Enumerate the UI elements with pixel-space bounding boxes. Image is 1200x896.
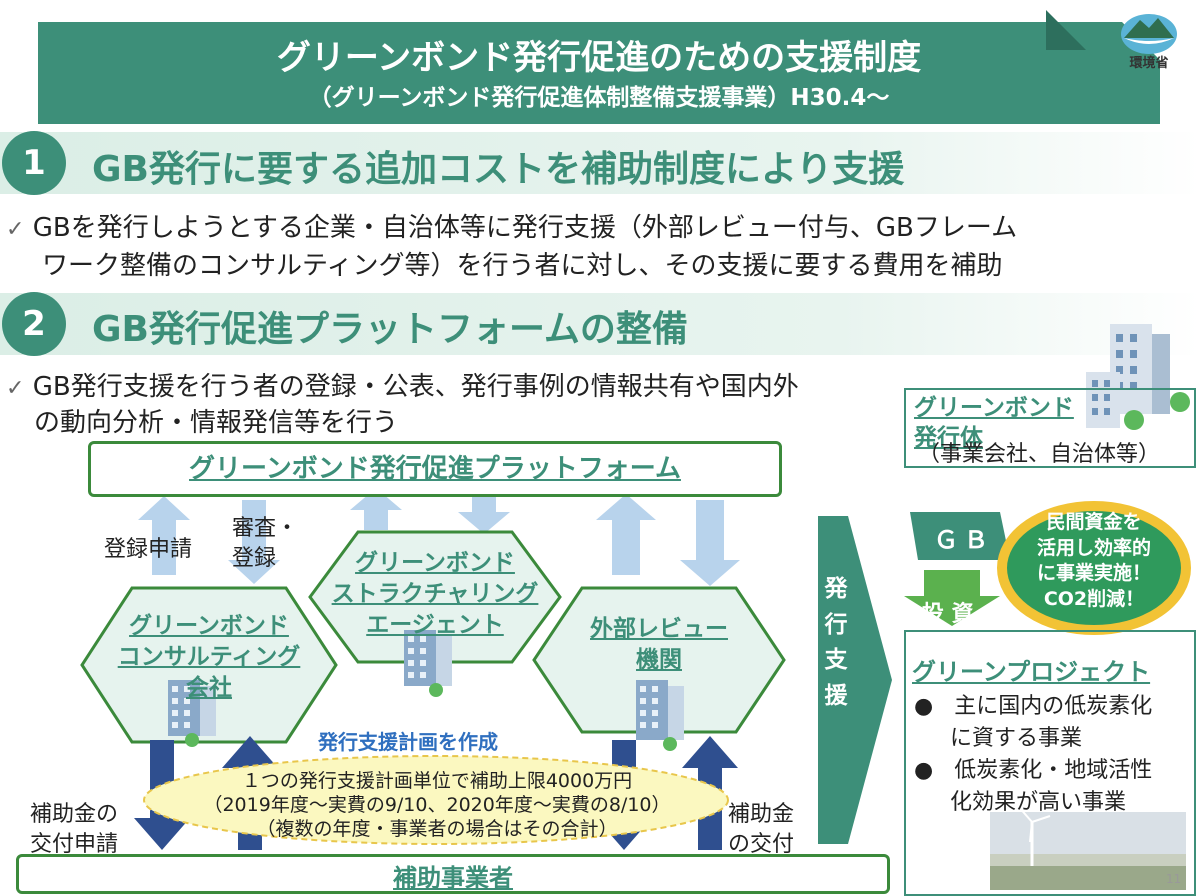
- project-bullet-1: ● 主に国内の低炭素化: [914, 688, 1152, 720]
- issuer-title-line-2: 発行体: [914, 424, 983, 451]
- plan-line-3: （複数の年度・事業者の場合はその合計）: [256, 818, 618, 840]
- issue-support-char-2: 行: [824, 611, 848, 638]
- structuring-agent-label: グリーンボンド ストラクチャリング エージェント: [310, 548, 560, 641]
- page-title: グリーンボンド発行促進のための支援制度: [276, 38, 922, 78]
- ministry-logo-text: 環境省: [1129, 56, 1169, 71]
- agent-line-2: ストラクチャリング: [331, 581, 539, 608]
- callout-line-1: 民間資金を: [1046, 511, 1142, 533]
- arrow-up-review-org: [596, 494, 656, 575]
- investment-arrow: [904, 570, 1000, 626]
- review-label-2: 登録: [232, 546, 277, 571]
- page-subtitle: （グリーンボンド発行促進体制整備支援事業）H30.4～: [308, 85, 890, 111]
- section1-line-2: ワーク整備のコンサルティング等）を行う者に対し、その支援に要する費用を補助: [42, 251, 1003, 281]
- section2-line-1: GB発行支援を行う者の登録・公表、発行事例の情報共有や国内外: [32, 372, 799, 402]
- section2-bullet: ✓ GB発行支援を行う者の登録・公表、発行事例の情報共有や国内外: [6, 366, 799, 403]
- subsidy-grant-line-2: の交付: [728, 832, 795, 857]
- arrow-up-agent: [350, 488, 402, 530]
- consulting-line-1: グリーンボンド: [129, 613, 289, 639]
- investment-label: 投 資: [922, 602, 974, 627]
- review-org-line-1: 外部レビュー: [590, 616, 728, 642]
- callout-line-4: CO2削減！: [1043, 587, 1145, 610]
- page-fold-icon: [1046, 10, 1086, 50]
- review-label-1: 審査・: [232, 516, 299, 541]
- issue-support-char-3: 支: [824, 647, 848, 674]
- agent-line-1: グリーンボンド: [355, 550, 515, 576]
- subsidy-recipient-label: 補助事業者: [393, 864, 513, 892]
- project-bullet-1-line-2: に資する事業: [950, 726, 1083, 751]
- consulting-line-3: 会社: [186, 675, 232, 702]
- platform-title: グリーンボンド発行促進プラットフォーム: [189, 454, 681, 484]
- consulting-company-label: グリーンボンド コンサルティング 会社: [82, 611, 336, 704]
- page-number: 11: [1166, 872, 1182, 886]
- section2-title: GB発行促進プラットフォームの整備: [92, 309, 688, 350]
- plan-line-2: （2019年度～実費の9/10、2020年度～実費の8/10）: [203, 794, 671, 816]
- issue-support-label: 発 行 支 援: [816, 572, 856, 715]
- plan-line-1: １つの発行支援計画単位で補助上限4000万円: [241, 770, 633, 792]
- issue-support-arrow: [818, 516, 892, 844]
- wind-turbine-photo-icon: [990, 805, 1186, 890]
- platform-box: [88, 441, 782, 497]
- plan-title: 発行支援計画を作成: [318, 730, 498, 754]
- issuer-title-line-1: グリーンボンド: [914, 395, 1074, 421]
- issuer-subtitle: （事業会社、自治体等）: [918, 442, 1161, 467]
- callout-text: 民間資金を 活用し効率的 に事業実施！ CO2削減！: [1004, 510, 1184, 613]
- agent-line-3: エージェント: [366, 612, 504, 639]
- plan-ellipse: [143, 755, 729, 845]
- bullet-icon: ●: [914, 758, 934, 783]
- section2-line-2: の動向分析・情報発信等を行う: [34, 408, 399, 438]
- section1-bullet: ✓ GBを発行しようとする企業・自治体等に発行支援（外部レビュー付与、GBフレー…: [6, 207, 1017, 244]
- section1-number: 1: [2, 131, 66, 195]
- gb-arrow: [910, 512, 1010, 560]
- gb-label: ＧＢ: [934, 526, 994, 554]
- subsidy-recipient-box: [16, 854, 890, 894]
- green-project-title: グリーンプロジェクト: [912, 658, 1151, 686]
- arrow-up-register: [138, 496, 190, 575]
- project-bullet-2-line-2: 化効果が高い事業: [950, 790, 1127, 815]
- callout-line-3: に事業実施！: [1036, 562, 1151, 585]
- issuer-buildings-icon: [1086, 324, 1190, 430]
- building-icon-agent: [404, 630, 452, 697]
- section2-band: [0, 293, 1200, 355]
- callout-line-2: 活用し効率的: [1036, 536, 1151, 559]
- arrow-down-review: [228, 500, 280, 584]
- external-review-label: 外部レビュー 機関: [534, 614, 784, 676]
- review-hexagon: [532, 586, 786, 734]
- consulting-hexagon: [80, 586, 338, 744]
- bullet-icon: ●: [914, 694, 934, 719]
- issue-support-char-4: 援: [824, 682, 848, 709]
- section1-band: [0, 132, 1200, 194]
- section2-number: 2: [2, 292, 66, 356]
- agent-hexagon: [308, 530, 562, 664]
- project-bullet-2-line-1: 低炭素化・地域活性: [954, 758, 1153, 783]
- building-icon-consulting: [168, 680, 216, 747]
- check-icon: ✓: [6, 217, 25, 242]
- subsidy-grant-line-1: 補助金: [728, 802, 795, 827]
- arrow-down-agent: [458, 496, 510, 534]
- issue-support-char-1: 発: [824, 576, 848, 602]
- project-bullet-2: ● 低炭素化・地域活性: [914, 752, 1152, 784]
- consulting-line-2: コンサルティング: [117, 644, 301, 671]
- issuer-title: グリーンボンド 発行体: [914, 394, 1074, 454]
- subsidy-apply-line-2: 交付申請: [30, 832, 119, 857]
- ministry-logo-icon: [1121, 14, 1177, 54]
- arrow-down-review-org: [680, 500, 740, 586]
- review-org-line-2: 機関: [636, 647, 682, 674]
- section1-title: GB発行に要する追加コストを補助制度により支援: [92, 149, 905, 190]
- issuer-box: [904, 388, 1196, 468]
- title-banner: [38, 22, 1160, 124]
- section1-line-1: GBを発行しようとする企業・自治体等に発行支援（外部レビュー付与、GBフレーム: [32, 213, 1018, 243]
- check-icon: ✓: [6, 376, 25, 401]
- register-application-label: 登録申請: [104, 537, 193, 562]
- project-bullet-1-line-1: 主に国内の低炭素化: [954, 694, 1153, 719]
- subsidy-apply-line-1: 補助金の: [30, 802, 119, 827]
- building-icon-review: [636, 680, 684, 751]
